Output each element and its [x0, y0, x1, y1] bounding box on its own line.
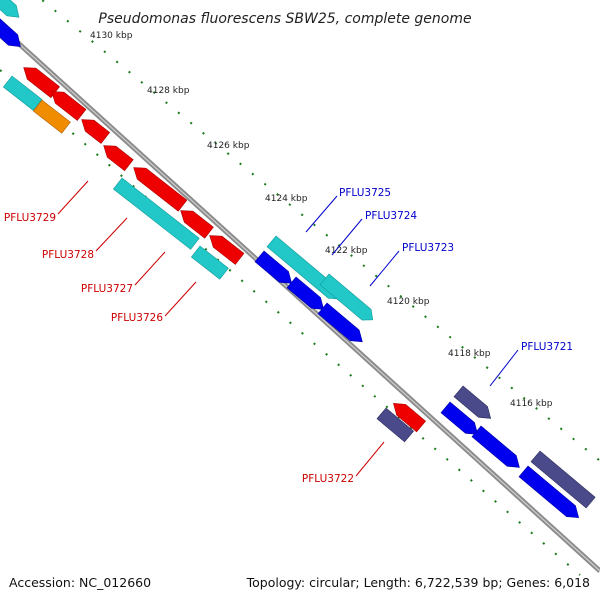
cds-feature [453, 385, 492, 419]
cds-feature [81, 119, 111, 144]
scale-label: 4128 kbp [147, 86, 190, 96]
gene-label: PFLU3726 [111, 312, 163, 324]
gene-labels: PFLU3725 PFLU3724 PFLU3723 PFLU3721 PFLU… [4, 187, 573, 485]
gene-label: PFLU3729 [4, 212, 56, 224]
cds-feature [133, 167, 188, 212]
cds-feature [471, 425, 520, 468]
leader-line [489, 349, 519, 387]
gene-label: PFLU3723 [402, 242, 454, 254]
cds-feature [103, 145, 134, 172]
genome-summary-text: Topology: circular; Length: 6,722,539 bp… [246, 575, 590, 590]
cds-feature [254, 250, 293, 284]
cds-feature [190, 245, 229, 280]
gene-label: PFLU3727 [81, 283, 133, 295]
cds-feature [286, 276, 325, 310]
leader-line [305, 195, 338, 233]
cds-feature [317, 302, 363, 343]
gene-label: PFLU3721 [521, 341, 573, 353]
scale-label: 4126 kbp [207, 141, 250, 151]
scale-label: 4120 kbp [387, 297, 430, 307]
leader-line [331, 218, 363, 256]
leader-line [134, 251, 166, 286]
scale-label: 4124 kbp [265, 194, 308, 204]
map-title: Pseudomonas fluorescens SBW25, complete … [98, 11, 471, 27]
tick-tracks [0, 0, 600, 576]
feature-track-inner [2, 67, 427, 443]
leader-line [355, 441, 385, 477]
tick-track-inner [0, 69, 581, 576]
feature-track-outer [0, 0, 596, 518]
cds-feature [23, 67, 60, 99]
cds-feature [112, 177, 200, 250]
gene-label: PFLU3728 [42, 249, 94, 261]
cds-feature [393, 403, 427, 433]
label-leaders [57, 180, 519, 477]
leader-line [57, 180, 89, 215]
gene-label: PFLU3725 [339, 187, 391, 199]
gene-label: PFLU3722 [302, 473, 354, 485]
gene-label: PFLU3724 [365, 210, 417, 222]
cds-feature [440, 401, 479, 435]
cds-feature [530, 450, 596, 509]
cds-feature [32, 99, 71, 134]
scale-label: 4130 kbp [90, 31, 133, 41]
scale-labels: 4130 kbp 4128 kbp 4126 kbp 4124 kbp 4122… [90, 31, 553, 409]
cds-feature [180, 210, 214, 239]
cds-feature [0, 0, 20, 18]
scale-label: 4122 kbp [325, 246, 368, 256]
cds-feature [51, 91, 87, 121]
leader-line [369, 250, 400, 287]
cds-feature [2, 75, 43, 111]
scale-label: 4116 kbp [510, 399, 553, 409]
cds-feature [319, 273, 374, 321]
accession-text: Accession: NC_012660 [9, 575, 151, 590]
cds-feature [0, 7, 21, 48]
cds-feature [518, 465, 580, 518]
leader-line [95, 217, 128, 252]
tick-track-outer [40, 0, 600, 463]
cds-feature [376, 407, 415, 443]
leader-line [164, 281, 197, 317]
scale-label: 4118 kbp [448, 349, 491, 359]
cds-feature [209, 235, 245, 265]
